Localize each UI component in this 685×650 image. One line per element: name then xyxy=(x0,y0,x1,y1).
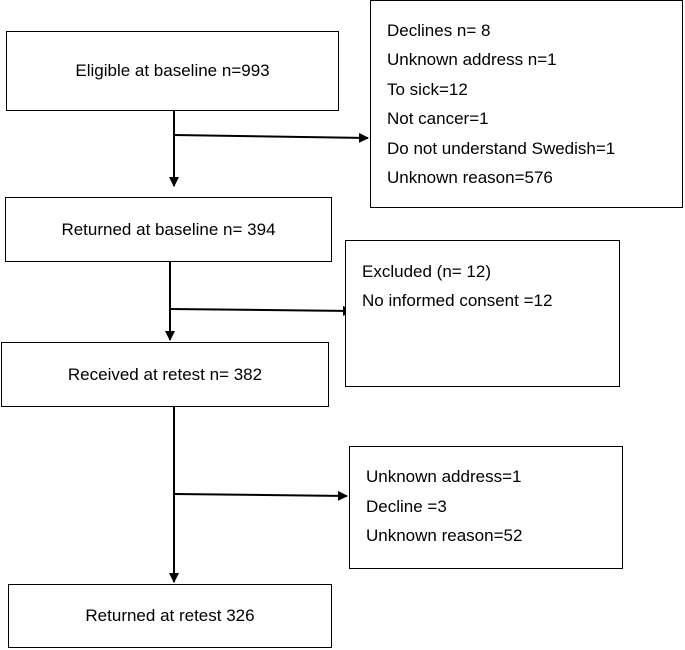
exclusions-baseline-list: Declines n= 8 Unknown address n=1 To sic… xyxy=(371,1,682,192)
arrow-to-exclusions-3 xyxy=(173,490,348,501)
exclusion-item: Unknown reason=52 xyxy=(366,526,523,545)
received-retest-box: Received at retest n= 382 xyxy=(1,342,329,407)
exclusion-item: Unknown address=1 xyxy=(366,467,522,486)
returned-retest-label: Returned at retest 326 xyxy=(85,606,255,625)
exclusion-item: Do not understand Swedish=1 xyxy=(387,138,616,158)
exclusion-item: Decline =3 xyxy=(366,496,447,516)
arrow-to-exclusions-2 xyxy=(169,305,353,316)
arrow-to-exclusions-1 xyxy=(173,132,369,143)
received-retest-label: Received at retest n= 382 xyxy=(67,364,263,384)
eligible-baseline-label: Eligible at baseline n=993 xyxy=(75,61,270,80)
exclusions-baseline-box: Declines n= 8 Unknown address n=1 To sic… xyxy=(370,0,683,208)
returned-retest-box: Returned at retest 326 xyxy=(8,584,332,648)
exclusion-item: Unknown reason=576 xyxy=(387,168,553,188)
exclusions-retest-list: Unknown address=1 Decline =3 Unknown rea… xyxy=(350,447,622,551)
returned-baseline-box: Returned at baseline n= 394 xyxy=(5,197,332,262)
exclusion-item: Not cancer=1 xyxy=(387,109,489,129)
exclusion-item: Excluded (n= 12) xyxy=(362,262,491,281)
exclusion-item: To sick=12 xyxy=(387,79,468,99)
exclusions-consent-list: Excluded (n= 12) No informed consent =12 xyxy=(346,241,619,315)
exclusions-retest-box: Unknown address=1 Decline =3 Unknown rea… xyxy=(349,446,623,569)
exclusion-item: No informed consent =12 xyxy=(362,290,553,310)
returned-baseline-label: Returned at baseline n= 394 xyxy=(61,219,276,239)
exclusion-item: Unknown address n=1 xyxy=(387,50,557,70)
exclusions-consent-box: Excluded (n= 12) No informed consent =12 xyxy=(345,240,620,387)
eligible-baseline-box: Eligible at baseline n=993 xyxy=(6,31,339,111)
exclusion-item: Declines n= 8 xyxy=(387,21,491,40)
